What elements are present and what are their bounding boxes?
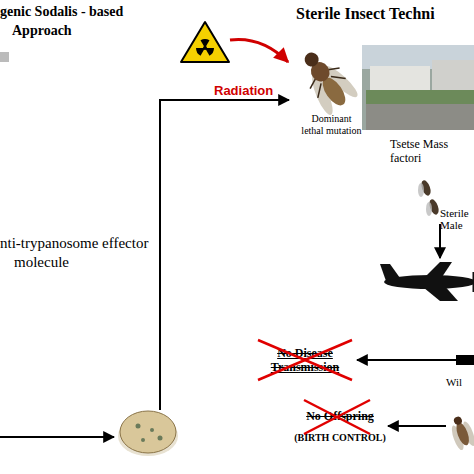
pupa-spot (136, 424, 141, 429)
sterile-flies-image (418, 179, 440, 216)
flow-arrow (357, 359, 456, 361)
outcome-label: No Offspring (BIRTH CONTROL) (292, 408, 388, 444)
radiation-arrow (230, 39, 288, 62)
flow-arrow (160, 100, 289, 410)
image-caption: Sterile Male (440, 207, 474, 231)
trefoil-blade (201, 39, 210, 48)
airplane-tail (380, 264, 400, 281)
node-text: Wil (446, 376, 474, 388)
section-heading: Approach (12, 23, 112, 39)
fly-body (454, 421, 472, 447)
pupa-body (120, 411, 176, 453)
section-heading: genic Sodalis - based (0, 4, 175, 20)
radiation-symbol (181, 22, 229, 62)
airplane-propeller (473, 272, 474, 292)
factory-building (370, 66, 430, 90)
cross-mark (292, 408, 388, 444)
outcome-label: No Disease Transmission (256, 346, 354, 374)
flow-arrow (0, 436, 114, 438)
section-heading: Sterile Insect Techni (296, 5, 474, 23)
effector-label: nti-trypanosome effector molecule (0, 234, 150, 272)
node-text: No Disease Transmission (256, 346, 354, 374)
cross-stroke (258, 340, 352, 380)
airplane-image (380, 262, 474, 301)
pupa-spot (150, 428, 154, 432)
radiation-label: Radiation (214, 83, 294, 98)
fly-image (290, 41, 363, 119)
pupa-spot (158, 436, 163, 441)
node-text: Sterile Male (440, 207, 474, 231)
fly-head (302, 50, 321, 69)
wild-fly-group: Wil (446, 376, 474, 448)
photo-yard (366, 104, 474, 130)
node-text: (BIRTH CONTROL) (292, 432, 388, 444)
flow-arrow (388, 425, 446, 427)
airplane-wing (422, 262, 452, 280)
photo-frame (362, 45, 474, 130)
pupa-spot (141, 438, 145, 442)
fly-head (453, 416, 463, 426)
cross-stroke (304, 400, 370, 434)
image-caption: Tsetse Mass factori (390, 137, 474, 165)
small-fly-wing (418, 183, 424, 197)
arrow-tail (456, 355, 474, 365)
node-text: No Offspring (292, 408, 388, 424)
factory-photo (362, 45, 474, 130)
pupa-image (118, 411, 178, 456)
warning-triangle (181, 22, 229, 62)
airplane-wing (418, 283, 458, 301)
wild-fly-image (447, 414, 474, 452)
image-caption: Dominant lethal mutation (300, 113, 363, 137)
cross-stroke (258, 340, 352, 380)
cross-stroke (304, 400, 370, 434)
trefoil-blade (203, 44, 215, 56)
node-text: Dominant lethal mutation (300, 113, 363, 137)
cross-mark (256, 346, 354, 374)
node-text: Tsetse Mass factori (390, 137, 474, 165)
photo-trees (366, 90, 474, 104)
factory-building (432, 60, 474, 90)
cropped-icon (0, 52, 9, 62)
trefoil (195, 39, 215, 56)
small-fly-wing (426, 202, 432, 216)
trefoil-blade (195, 44, 207, 56)
